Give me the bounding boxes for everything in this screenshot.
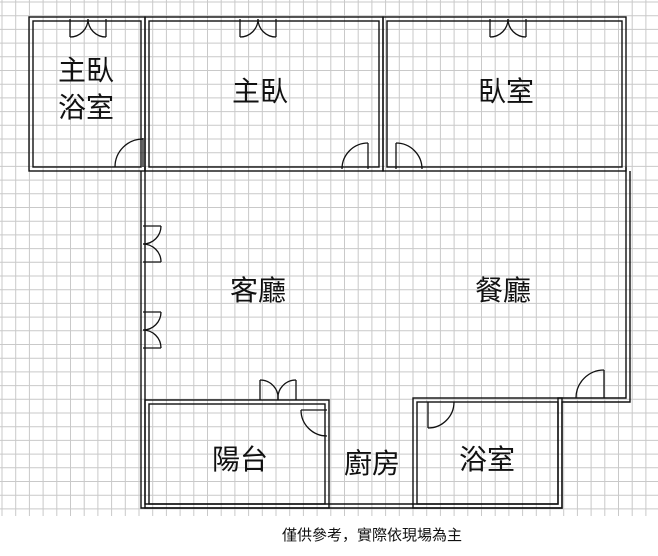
door-master-bedroom xyxy=(341,142,369,170)
label-dining-room: 餐廳 xyxy=(475,274,531,307)
doors xyxy=(69,18,605,437)
room-labels: 主臥 浴室 主臥 臥室 客廳 餐廳 陽台 廚房 浴室 xyxy=(58,54,534,480)
label-balcony: 陽台 xyxy=(212,443,268,476)
door-bedroom xyxy=(395,142,423,170)
wall-bathroom xyxy=(412,397,563,509)
disclaimer-note: 僅供參考，實際依現場為主 xyxy=(0,524,658,545)
wall-bathroom-inner xyxy=(416,401,559,505)
label-kitchen: 廚房 xyxy=(344,447,400,480)
door-master-bath-top xyxy=(69,18,107,38)
door-master-bedroom-top xyxy=(239,18,277,38)
wall-balcony xyxy=(144,399,330,509)
wall-master-bath-inner xyxy=(32,20,142,168)
label-bedroom: 臥室 xyxy=(478,75,534,108)
label-master-bath-1: 主臥 xyxy=(58,54,114,87)
door-balcony xyxy=(259,379,297,401)
door-living-left-upper xyxy=(142,225,162,263)
disclaimer-text: 僅供參考，實際依現場為主 xyxy=(281,526,462,544)
door-living-left-lower xyxy=(142,311,162,349)
wall-master-bedroom-inner xyxy=(148,20,380,168)
wall-bedroom-inner xyxy=(386,20,623,168)
door-dining xyxy=(575,369,605,399)
label-master-bath-2: 浴室 xyxy=(58,91,114,124)
label-living-room: 客廳 xyxy=(230,274,286,307)
label-bathroom: 浴室 xyxy=(459,443,515,476)
door-bedroom-top xyxy=(489,18,527,38)
door-bathroom xyxy=(427,401,455,429)
label-master-bedroom: 主臥 xyxy=(232,75,288,108)
door-master-bath xyxy=(114,138,144,168)
walls xyxy=(28,16,631,509)
wall-balcony-inner xyxy=(148,403,326,505)
door-kitchen xyxy=(300,409,328,437)
wall-bedroom xyxy=(382,16,627,172)
